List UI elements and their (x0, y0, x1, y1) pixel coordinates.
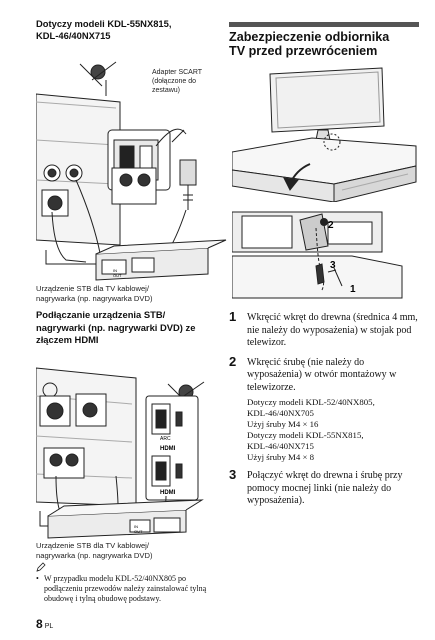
heading-line: Dotyczy modeli KDL-55NX815, (36, 18, 172, 29)
scart-label-line: zestawu) (152, 87, 180, 94)
page-number-value: 8 (36, 617, 43, 631)
hdmi-label-1: HDMI (160, 446, 176, 452)
title-line: TV przed przewróceniem (229, 44, 378, 58)
step-text: Połączyć wkręt do drewna i śrubę przy po… (247, 470, 403, 506)
note-text: W przypadku modelu KDL-52/40NX805 po pod… (36, 574, 226, 604)
caption-stb-1: Urządzenie STB dla TV kablowej/ nagrywar… (36, 284, 152, 303)
step-1: 1 Wkręcić wkręt do drewna (średnica 4 mm… (229, 309, 421, 350)
caption-line: nagrywarka (np. nagrywarka DVD) (36, 550, 153, 560)
model-line: Dotyczy modeli KDL-52/40NX805, (247, 397, 375, 407)
step-text: Wkręcić śrubę (nie należy do wyposażenia… (247, 356, 397, 393)
hdmi-connection-diagram: HDMI ARC HDMI IN OUT (36, 356, 228, 540)
tv-on-stand-diagram (232, 66, 418, 202)
callout-2: 2 (328, 220, 334, 231)
screw-head-icon (320, 218, 328, 226)
section-heading-kdl55: Dotyczy modeli KDL-55NX815, KDL-46/40NX7… (36, 18, 226, 42)
step-3: 3 Połączyć wkręt do drewna i śrubę przy … (229, 467, 421, 508)
step-text: Wkręcić wkręt do drewna (średnica 4 mm, … (247, 312, 418, 348)
port-label-out: OUT (134, 529, 143, 534)
model-line: Użyj śruby M4 × 8 (247, 452, 315, 462)
model-line: Dotyczy modeli KDL-55NX815, (247, 430, 364, 440)
step-number: 1 (229, 309, 237, 324)
steps-list: 1 Wkręcić wkręt do drewna (średnica 4 mm… (229, 309, 421, 515)
scart-label-line: Adapter SCART (152, 69, 203, 76)
caption-stb-2: Urządzenie STB dla TV kablowej/ nagrywar… (36, 541, 152, 560)
scart-label-line: (dołączone do (152, 78, 196, 85)
title-line: Zabezpieczenie odbiornika (229, 30, 390, 44)
heading-line: KDL-46/40NX715 (36, 30, 111, 41)
port-label-in: IN (134, 524, 138, 529)
scart-connection-diagram: IN OUT Adapter SCART (dołączone do zesta… (36, 50, 228, 293)
step-2: 2 Wkręcić śrubę (nie należy do wyposażen… (229, 353, 421, 464)
model-line: KDL-46/40NX705 (247, 408, 314, 418)
callout-3: 3 (330, 260, 336, 271)
port-label-out: OUT (113, 273, 122, 278)
model-line: KDL-46/40NX715 (247, 441, 314, 451)
caption-line: nagrywarka (np. nagrywarka DVD) (36, 293, 153, 303)
step-2-models: Dotyczy modeli KDL-52/40NX805, KDL-46/40… (247, 397, 421, 463)
caption-line: Urządzenie STB dla TV kablowej/ (36, 541, 149, 550)
step-number: 2 (229, 353, 237, 369)
callout-1: 1 (350, 284, 356, 295)
note-pencil-icon (36, 562, 46, 572)
port-label-in: IN (113, 268, 117, 273)
note-block: W przypadku modelu KDL-52/40NX805 po pod… (36, 562, 226, 604)
screw-detail-diagram: 2 3 1 (232, 206, 418, 306)
model-line: Użyj śruby M4 × 16 (247, 419, 319, 429)
step-number: 3 (229, 467, 237, 482)
heading-line: złączem HDMI (36, 334, 99, 345)
caption-line: Urządzenie STB dla TV kablowej/ (36, 284, 149, 293)
page-lang: PL (44, 623, 54, 630)
heading-rule (229, 22, 419, 27)
heading-line: Podłączanie urządzenia STB/ (36, 309, 166, 320)
heading-line: nagrywarki (np. nagrywarki DVD) ze (36, 321, 196, 333)
page-title: Zabezpieczenie odbiornika TV przed przew… (229, 30, 419, 58)
section-heading-hdmi: Podłączanie urządzenia STB/ nagrywarki (… (36, 309, 226, 347)
hdmi-label-2: HDMI (160, 490, 176, 496)
arc-label: ARC (160, 436, 171, 442)
